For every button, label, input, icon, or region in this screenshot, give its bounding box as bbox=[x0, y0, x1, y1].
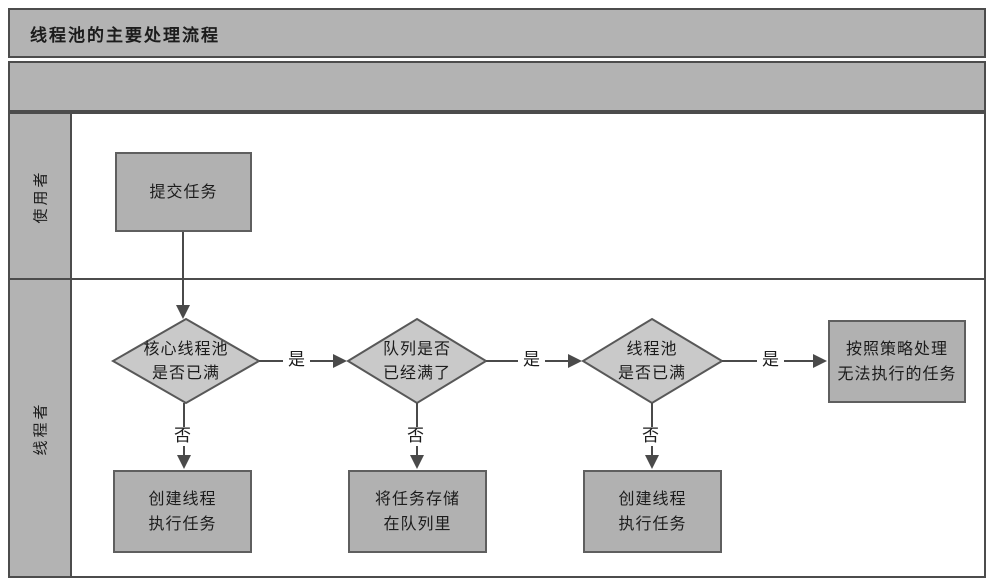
decision-pool-label: 线程池 是否已满 bbox=[617, 339, 686, 382]
decision-queue-label: 队列是否 已经满了 bbox=[382, 339, 451, 382]
edge-label-yes-2: 是 bbox=[518, 351, 545, 370]
node-store-in-queue: 将任务存储 在队列里 bbox=[348, 470, 487, 553]
edge-label-yes-3: 是 bbox=[757, 351, 784, 370]
diagram-title: 线程池的主要处理流程 bbox=[30, 25, 220, 46]
lane-user-label: 使用者 bbox=[31, 168, 50, 224]
edge-label-no-2: 否 bbox=[402, 427, 429, 446]
node-create-thread-1: 创建线程 执行任务 bbox=[113, 470, 252, 553]
header-spacer-band bbox=[8, 61, 986, 112]
edge-label-no-1: 否 bbox=[169, 427, 196, 446]
node-submit-task: 提交任务 bbox=[115, 152, 252, 232]
node-create-thread-2: 创建线程 执行任务 bbox=[583, 470, 722, 553]
lane-user-label-cell: 使用者 bbox=[10, 114, 72, 278]
node-policy-handle: 按照策略处理 无法执行的任务 bbox=[828, 320, 966, 403]
edge-label-yes-1: 是 bbox=[283, 351, 310, 370]
decision-core-label: 核心线程池 是否已满 bbox=[143, 339, 229, 382]
diagram-title-bar: 线程池的主要处理流程 bbox=[8, 8, 986, 58]
lane-threadpool-label-cell: 线程者 bbox=[10, 280, 72, 576]
lane-threadpool-label: 线程者 bbox=[31, 400, 50, 456]
edge-label-no-3: 否 bbox=[637, 427, 664, 446]
